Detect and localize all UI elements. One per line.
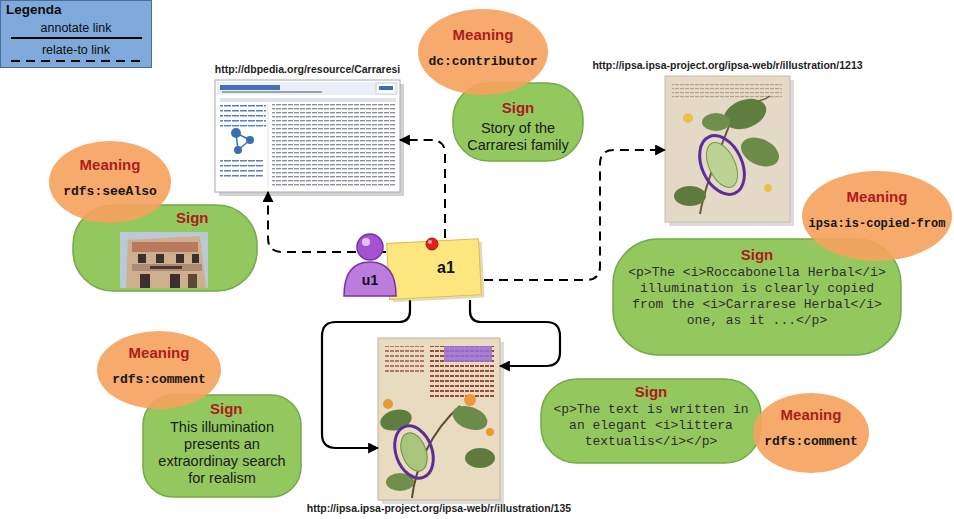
sign-heading: Sign [176, 209, 226, 227]
meaning-ellipse-outline [48, 140, 172, 224]
sign-heading: Sign [210, 400, 260, 418]
meaning-ellipse: Meaning dc:contributor [417, 8, 549, 96]
meaning-heading: Meaning [417, 26, 549, 44]
meaning-value: ipsa:is-copied-from [801, 216, 953, 232]
resource-url: http://ipsa.ipsa-project.org/ipsa-web/r/… [555, 59, 900, 72]
legend-text: annotate link [1, 21, 151, 36]
meaning-ellipse-outline [752, 392, 870, 474]
meaning-shape [97, 331, 221, 409]
meaning-heading: Meaning [801, 188, 953, 206]
meaning-shape [753, 393, 869, 473]
resource-url: http://ipsa.ipsa-project.org/ipsa-web/r/… [276, 502, 602, 515]
sign-shape [541, 379, 761, 463]
user-label: u1 [338, 272, 402, 289]
herbal-illustration [378, 338, 504, 504]
meaning-ellipse-outline [96, 330, 222, 410]
annotate-link [470, 300, 560, 366]
relate-to-link [268, 192, 386, 252]
illustration-image: http://ipsa.ipsa-project.org/ipsa-web/r/… [378, 338, 500, 500]
note-pin [426, 238, 438, 250]
sign-shape [73, 205, 257, 291]
note-sheet [387, 239, 482, 300]
meaning-shape [49, 141, 171, 223]
sign-text: This illumination presents an extraordin… [152, 419, 292, 487]
legend-text: relate-to link [1, 43, 151, 58]
sign-text: Story of the Carraresi family [458, 120, 578, 154]
legend-title: Legenda [6, 2, 146, 18]
meaning-ellipse: Meaning ipsa:is-copied-from [801, 170, 953, 262]
meaning-value: dc:contributor [417, 54, 549, 70]
note-paper [387, 239, 485, 303]
meaning-ellipse: Meaning rdfs:comment [752, 392, 870, 474]
legend-box: Legenda annotate link relate-to link [0, 0, 152, 68]
meaning-ellipse-outline [801, 170, 953, 262]
note-pin-highlight [428, 240, 432, 244]
relate-to-link [400, 140, 445, 238]
meaning-heading: Meaning [752, 406, 870, 424]
sign-shape [143, 395, 301, 497]
annotation-note-outline [386, 238, 484, 300]
sign-heading: Sign [452, 99, 584, 117]
meaning-shape [418, 9, 548, 95]
meaning-ellipse: Meaning rdfs:seeAlso [48, 140, 172, 224]
annotation-note: a1 [386, 238, 484, 300]
herbal-illustration [665, 76, 794, 226]
dbpedia-screenshot [215, 80, 404, 196]
meaning-value: rdfs:seeAlso [48, 184, 172, 200]
user-icon: u1 [338, 232, 402, 298]
meaning-heading: Meaning [96, 344, 222, 362]
sign-text: <p>The text is written in an elegant <i>… [551, 402, 751, 450]
meaning-heading: Meaning [48, 156, 172, 174]
meaning-shape [802, 171, 952, 261]
illustration-image: http://ipsa.ipsa-project.org/ipsa-web/r/… [665, 76, 790, 222]
resource-url: http://dbpedia.org/resource/Carraresi [175, 63, 440, 76]
resource-image: http://dbpedia.org/resource/Carraresi [215, 80, 400, 192]
sign-box: Sign<p>The text is written in an elegant… [540, 378, 762, 464]
annotation-label: a1 [426, 258, 466, 277]
annotate-link [322, 300, 410, 448]
user-highlight [362, 238, 370, 246]
meaning-ellipse-outline [417, 8, 549, 96]
meaning-ellipse: Meaning rdfs:comment [96, 330, 222, 410]
meaning-value: rdfs:comment [96, 372, 222, 388]
sign-heading: Sign [540, 383, 762, 401]
meaning-value: rdfs:comment [752, 434, 870, 450]
user-icon-outline [338, 232, 402, 298]
sign-shape [613, 239, 901, 355]
user-head [357, 234, 383, 260]
sign-text: <p>The <i>Roccabonella Herbal</i> illumi… [626, 265, 888, 329]
sign-shape [453, 83, 583, 161]
sign-box: SignThis illumination presents an extrao… [142, 394, 302, 498]
